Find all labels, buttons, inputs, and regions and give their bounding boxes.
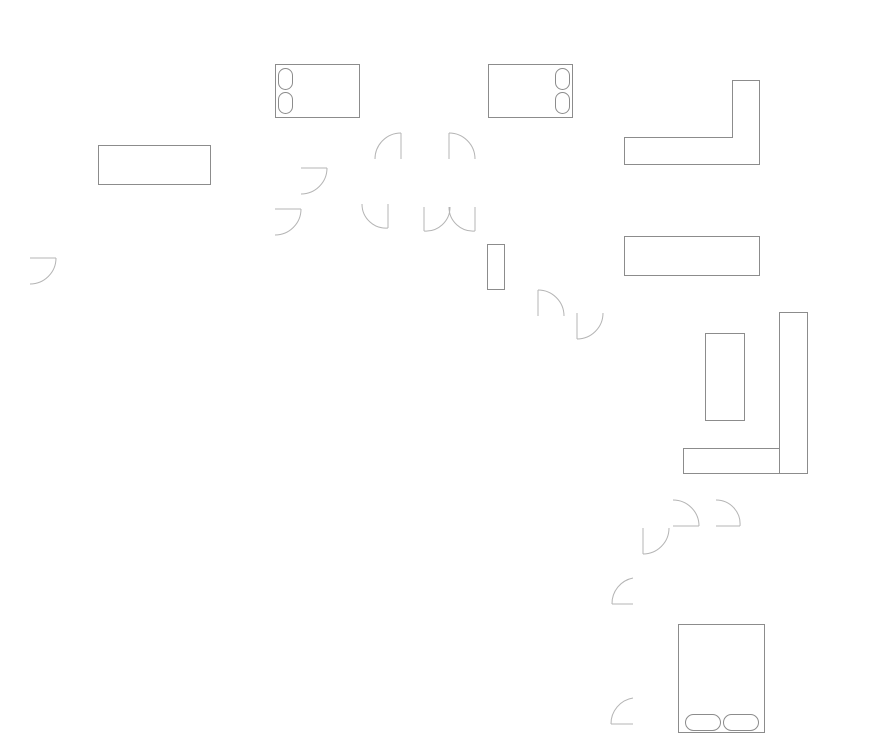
door-swing-n: [610, 697, 634, 725]
door-arc: [610, 697, 634, 725]
door-swing-e: [361, 203, 389, 229]
cabinet-small: [487, 244, 505, 290]
door-arc: [274, 208, 302, 236]
bed-pillow: [723, 714, 759, 731]
door-arc: [448, 132, 476, 160]
door-swing-b: [274, 208, 302, 236]
counter-horizontal-part: [683, 448, 780, 474]
table-vertical: [705, 333, 745, 421]
bed-top-left: [275, 64, 360, 118]
door-arc: [423, 206, 451, 232]
l-counter-top-right: [624, 80, 760, 165]
door-arc: [576, 312, 604, 340]
furniture-layer: [98, 64, 808, 733]
table-left: [98, 145, 211, 185]
door-arc: [611, 577, 634, 605]
door-swing-k: [715, 499, 741, 527]
bed-pillow: [685, 714, 721, 731]
table-right: [624, 236, 760, 276]
door-arc: [300, 167, 328, 195]
door-swing-d: [448, 132, 476, 160]
bed-pillow: [555, 92, 570, 114]
door-swing-i: [576, 312, 604, 340]
door-arc: [448, 206, 476, 232]
door-swing-m: [611, 577, 634, 605]
door-arc: [715, 499, 741, 527]
door-arc: [374, 132, 402, 160]
door-arc: [537, 289, 565, 317]
bed-frame: [678, 624, 765, 733]
door-swing-l: [642, 527, 670, 555]
bed-pillow: [278, 68, 293, 90]
bed-top-right: [488, 64, 573, 118]
door-swings-layer: [29, 132, 741, 725]
bed-bottom-right: [678, 624, 765, 733]
door-swing-c: [374, 132, 402, 160]
bed-pillow: [278, 92, 293, 114]
counter-vertical-part: [779, 312, 808, 474]
bed-pillow: [555, 68, 570, 90]
bed-frame: [488, 64, 573, 118]
door-swing-f: [423, 206, 451, 232]
door-arc: [361, 203, 389, 229]
door-swing-j: [672, 499, 700, 527]
door-swing-left: [29, 257, 57, 285]
door-swing-a: [300, 167, 328, 195]
bed-frame: [275, 64, 360, 118]
door-swing-g: [448, 206, 476, 232]
door-arc: [642, 527, 670, 555]
door-swing-h: [537, 289, 565, 317]
door-arc: [672, 499, 700, 527]
l-counter-middle-right: [683, 312, 808, 474]
door-arc: [29, 257, 57, 285]
